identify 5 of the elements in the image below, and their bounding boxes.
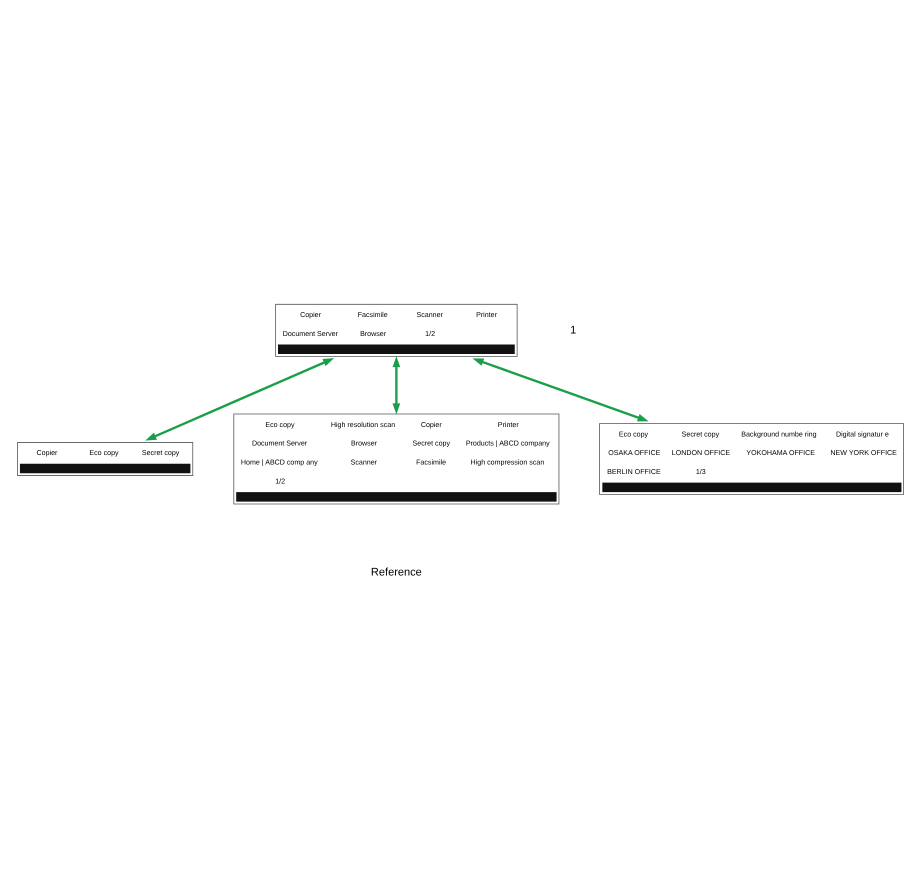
arrow xyxy=(392,356,400,414)
label: Reference xyxy=(370,566,422,578)
label: 1 xyxy=(570,324,576,336)
arrow xyxy=(145,358,334,440)
arrow xyxy=(472,358,649,421)
